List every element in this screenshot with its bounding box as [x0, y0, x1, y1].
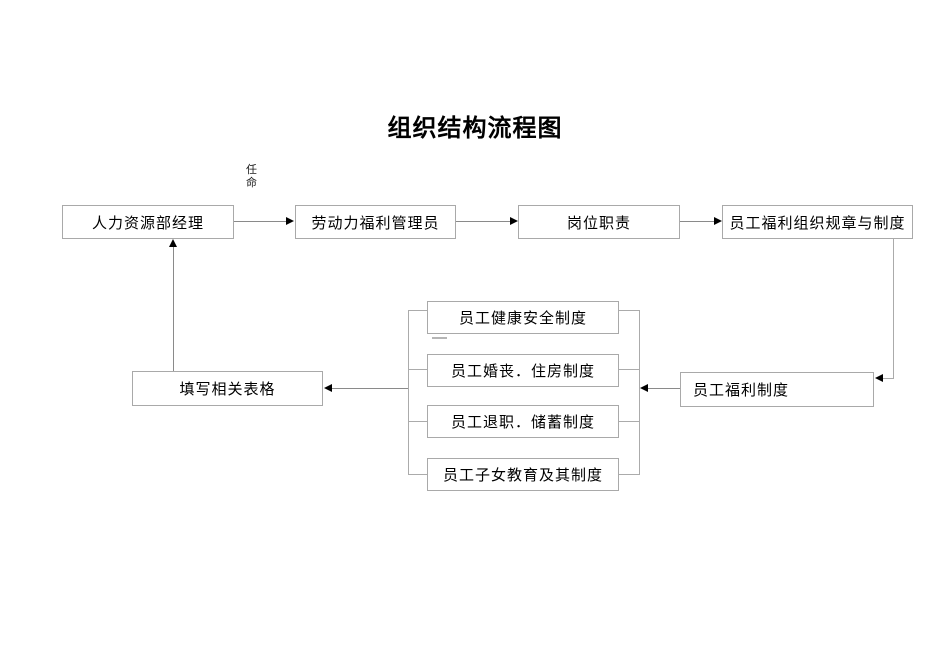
arrowhead-left-icon [640, 384, 648, 392]
group-stub-right-1 [619, 310, 639, 311]
connector-rules-down [893, 239, 894, 379]
arrowhead-up-icon [169, 239, 177, 247]
group-stub-left-1 [408, 310, 427, 311]
connector-fill-to-hr [173, 247, 174, 371]
node-marriage-housing: 员工婚丧．住房制度 [427, 354, 619, 387]
arrowhead-right-icon [714, 217, 722, 225]
connector-duties-to-rules [680, 221, 714, 222]
node-children-education: 员工子女教育及其制度 [427, 458, 619, 491]
node-welfare-admin: 劳动力福利管理员 [295, 205, 456, 239]
group-bracket-left [408, 310, 409, 475]
group-stub-right-2 [619, 369, 639, 370]
group-stub-left-3 [408, 421, 427, 422]
node-org-rules: 员工福利组织规章与制度 [722, 205, 913, 239]
node-job-duties: 岗位职责 [518, 205, 680, 239]
node-fill-forms: 填写相关表格 [132, 371, 323, 406]
arrowhead-left-icon [875, 374, 883, 382]
connector-group-to-fill [332, 388, 408, 389]
group-stub-right-4 [619, 474, 639, 475]
appointment-label: 任 命 [246, 164, 257, 189]
arrowhead-right-icon [510, 217, 518, 225]
node-retirement-savings: 员工退职．储蓄制度 [427, 405, 619, 438]
stray-segment [432, 337, 447, 339]
group-stub-right-3 [619, 421, 639, 422]
connector-welfare-to-group [648, 388, 680, 389]
group-bracket-right [639, 310, 640, 475]
connector-rules-to-welfare [883, 378, 894, 379]
node-welfare-system: 员工福利制度 [680, 372, 874, 407]
connector-hr-to-admin [234, 221, 286, 222]
connector-admin-to-duties [456, 221, 510, 222]
group-stub-left-4 [408, 474, 427, 475]
arrowhead-left-icon [324, 384, 332, 392]
arrowhead-right-icon [286, 217, 294, 225]
node-hr-manager: 人力资源部经理 [62, 205, 234, 239]
group-stub-left-2 [408, 369, 427, 370]
page-title: 组织结构流程图 [387, 115, 563, 142]
node-health-safety: 员工健康安全制度 [427, 301, 619, 334]
